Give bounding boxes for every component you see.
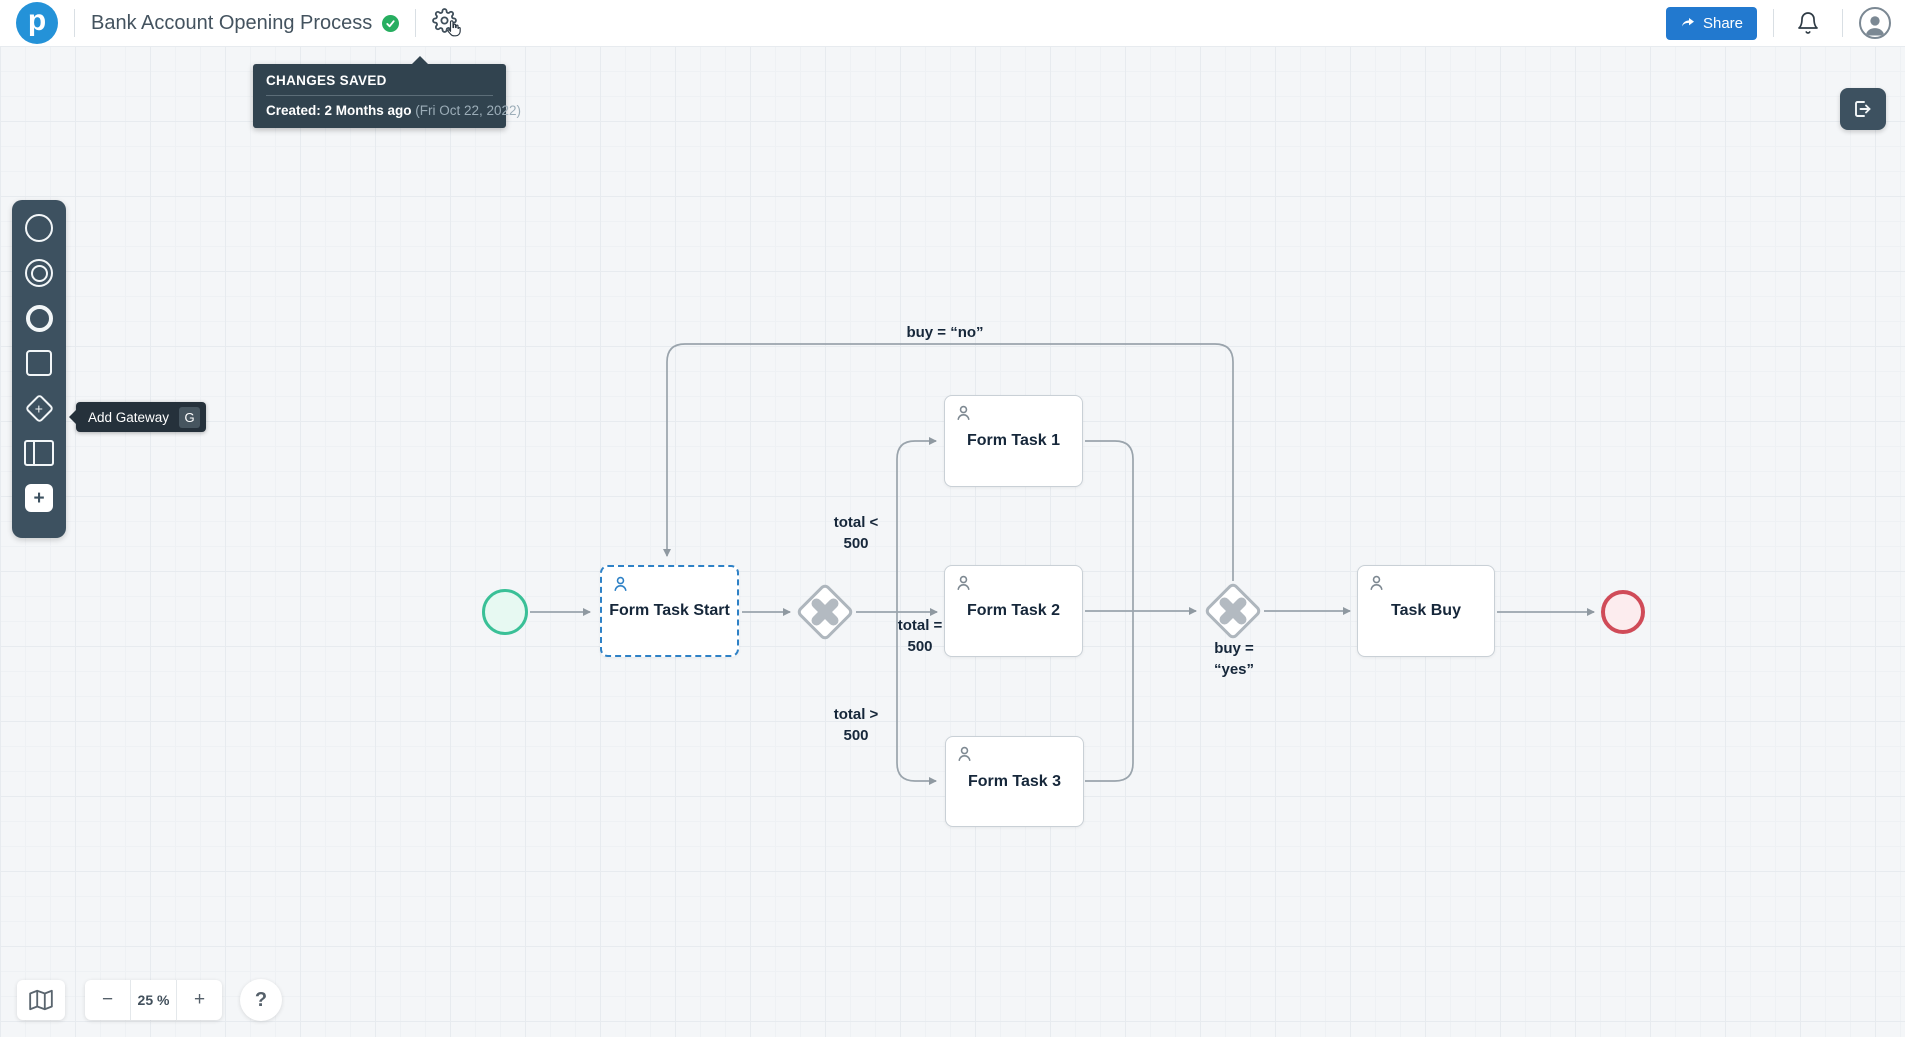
divider	[1773, 9, 1774, 37]
saved-check-icon	[382, 14, 400, 32]
tooltip-heading: CHANGES SAVED	[266, 73, 493, 96]
add-more-shapes-button[interactable]: +	[23, 482, 55, 514]
pool-icon	[24, 440, 54, 466]
plus-icon: +	[25, 484, 53, 512]
task-label: Form Task 1	[966, 432, 1061, 449]
exclusive-gateway-2[interactable]	[1203, 581, 1263, 641]
end-event-icon	[25, 304, 53, 332]
process-title[interactable]: Bank Account Opening Process	[91, 11, 373, 34]
tooltip-created-date: (Fri Oct 22, 2022)	[411, 103, 522, 118]
changes-saved-tooltip: CHANGES SAVED Created: 2 Months ago (Fri…	[253, 56, 521, 128]
top-bar-left: p Bank Account Opening Process	[0, 2, 462, 44]
flow-task1-to-merge[interactable]	[1085, 440, 1134, 611]
task-node-form-task-1[interactable]: Form Task 1	[944, 395, 1083, 487]
zoom-controls: − 25 % +	[85, 980, 222, 1020]
export-icon	[1855, 101, 1871, 117]
add-gateway-button[interactable]: +	[23, 392, 55, 424]
end-event-node[interactable]	[1601, 590, 1645, 634]
zoom-out-button[interactable]: −	[85, 980, 130, 1020]
user-task-icon	[614, 576, 627, 591]
map-icon	[29, 989, 53, 1011]
bell-icon	[1798, 12, 1818, 34]
process-settings-button[interactable]	[432, 6, 462, 40]
top-bar: p Bank Account Opening Process	[0, 0, 1905, 46]
zoom-level: 25 %	[130, 980, 176, 1020]
task-label: Task Buy	[1391, 602, 1461, 619]
user-task-icon	[1370, 575, 1383, 590]
divider	[1842, 9, 1843, 37]
flow-label-total-lt[interactable]: total < 500	[833, 514, 879, 552]
gear-icon	[432, 8, 458, 33]
user-task-icon	[957, 405, 970, 420]
flow-label-buy-no[interactable]: buy = “no”	[906, 324, 984, 341]
share-button[interactable]: Share	[1665, 6, 1757, 40]
flow-gateway1-to-task3[interactable]	[896, 612, 937, 785]
share-arrow-icon	[1681, 18, 1694, 27]
task-node-task-buy[interactable]: Task Buy	[1357, 565, 1495, 657]
user-avatar[interactable]	[1859, 7, 1891, 39]
task-node-form-task-3[interactable]: Form Task 3	[945, 736, 1084, 827]
tooltip-label: Add Gateway	[88, 409, 170, 425]
add-task-button[interactable]	[23, 347, 55, 379]
logo-letter: p	[27, 4, 47, 37]
flow-label-total-eq[interactable]: total = 500	[897, 617, 943, 655]
task-node-form-task-start[interactable]: Form Task Start	[600, 565, 739, 657]
divider	[415, 9, 417, 37]
add-pool-button[interactable]	[23, 437, 55, 469]
tooltip-created-line: Created: 2 Months ago (Fri Oct 22, 2022)	[266, 103, 521, 118]
user-task-icon	[957, 575, 970, 590]
task-label: Form Task 3	[967, 772, 1062, 790]
add-start-event-button[interactable]	[23, 212, 55, 244]
notifications-button[interactable]	[1790, 11, 1826, 35]
intermediate-event-icon	[25, 259, 53, 287]
share-label: Share	[1702, 14, 1743, 32]
zoom-in-button[interactable]: +	[176, 980, 222, 1020]
flow-label-total-gt[interactable]: total > 500	[833, 706, 879, 744]
avatar-person-icon	[1865, 16, 1885, 36]
start-event-node[interactable]	[482, 589, 528, 635]
hand-cursor-icon	[447, 20, 462, 37]
flow-task3-to-merge[interactable]	[1085, 611, 1134, 782]
shortcut-key-badge: G	[179, 406, 201, 428]
task-node-form-task-2[interactable]: Form Task 2	[944, 565, 1083, 657]
exclusive-gateway-1[interactable]	[795, 582, 855, 642]
start-event-icon	[25, 214, 53, 242]
user-task-icon	[958, 746, 971, 761]
processmaker-logo[interactable]: p	[16, 2, 58, 44]
minimap-toggle-button[interactable]	[17, 980, 65, 1020]
top-bar-right: Share	[1665, 6, 1905, 40]
add-end-event-button[interactable]	[23, 302, 55, 334]
shape-toolbar: + +	[12, 200, 66, 538]
add-gateway-tooltip: Add Gateway G	[68, 402, 207, 432]
task-label: Form Task Start	[609, 602, 730, 619]
export-panel-button[interactable]	[1840, 88, 1886, 130]
flow-label-buy-yes[interactable]: buy = “yes”	[1213, 640, 1255, 678]
flow-gateway1-to-task1[interactable]	[896, 437, 937, 612]
tooltip-created-label: Created: 2 Months ago	[266, 103, 412, 118]
divider	[74, 9, 75, 37]
help-button[interactable]: ?	[240, 979, 282, 1021]
task-label: Form Task 2	[966, 602, 1061, 619]
gateway-icon: +	[24, 393, 54, 423]
flow-gateway2-loop-buyno[interactable]	[663, 343, 1234, 581]
add-intermediate-event-button[interactable]	[23, 257, 55, 289]
diagram-canvas[interactable]	[0, 46, 1905, 1037]
task-icon	[26, 350, 52, 376]
